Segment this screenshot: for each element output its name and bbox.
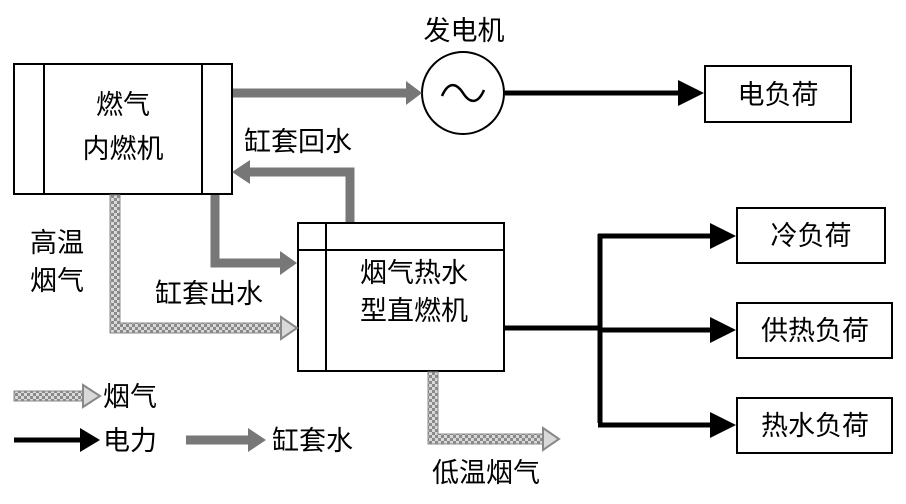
- jacket-water-flows: [210, 81, 422, 275]
- legend-power-label: 电力: [103, 426, 157, 457]
- electric-load-label: 电负荷: [738, 80, 819, 111]
- hotwater-load-label: 热水负荷: [761, 411, 869, 442]
- generator-label: 发电机: [424, 16, 505, 47]
- flue-gas-flows: [109, 194, 561, 452]
- heating-load-box: 供热负荷: [736, 302, 893, 359]
- jacket-return-label: 缸套回水: [244, 127, 352, 158]
- hot-flue-label-line1: 高温: [30, 228, 84, 259]
- generator: 发电机: [421, 16, 505, 135]
- jacket-out-label: 缸套出水: [155, 279, 263, 310]
- hot-flue-label-line2: 烟气: [30, 266, 84, 297]
- electric-load-box: 电负荷: [704, 65, 852, 123]
- hotwater-load-box: 热水负荷: [736, 397, 893, 454]
- legend-flue: 烟气: [13, 382, 157, 413]
- legend-jacket: 缸套水: [186, 426, 353, 457]
- engine-label-line1: 燃气: [96, 90, 150, 121]
- legend-flue-label: 烟气: [103, 382, 157, 413]
- cooling-load-label: 冷负荷: [771, 221, 852, 252]
- chiller-label-line2: 型直燃机: [360, 296, 468, 327]
- engine-label-line2: 内燃机: [83, 134, 164, 165]
- legend-jacket-label: 缸套水: [272, 426, 353, 457]
- gas-engine-block: 燃气 内燃机: [13, 63, 233, 195]
- chiller-label-line1: 烟气热水: [360, 258, 468, 289]
- legend-power: 电力: [14, 426, 157, 457]
- power-flows: [504, 80, 736, 438]
- low-flue-label: 低温烟气: [432, 458, 540, 489]
- legend: 烟气 电力 缸套水: [13, 382, 353, 457]
- heating-load-label: 供热负荷: [761, 316, 869, 347]
- absorption-chiller-block: 烟气热水 型直燃机: [297, 222, 505, 372]
- cooling-load-box: 冷负荷: [736, 207, 886, 264]
- sine-wave-icon: [440, 83, 486, 103]
